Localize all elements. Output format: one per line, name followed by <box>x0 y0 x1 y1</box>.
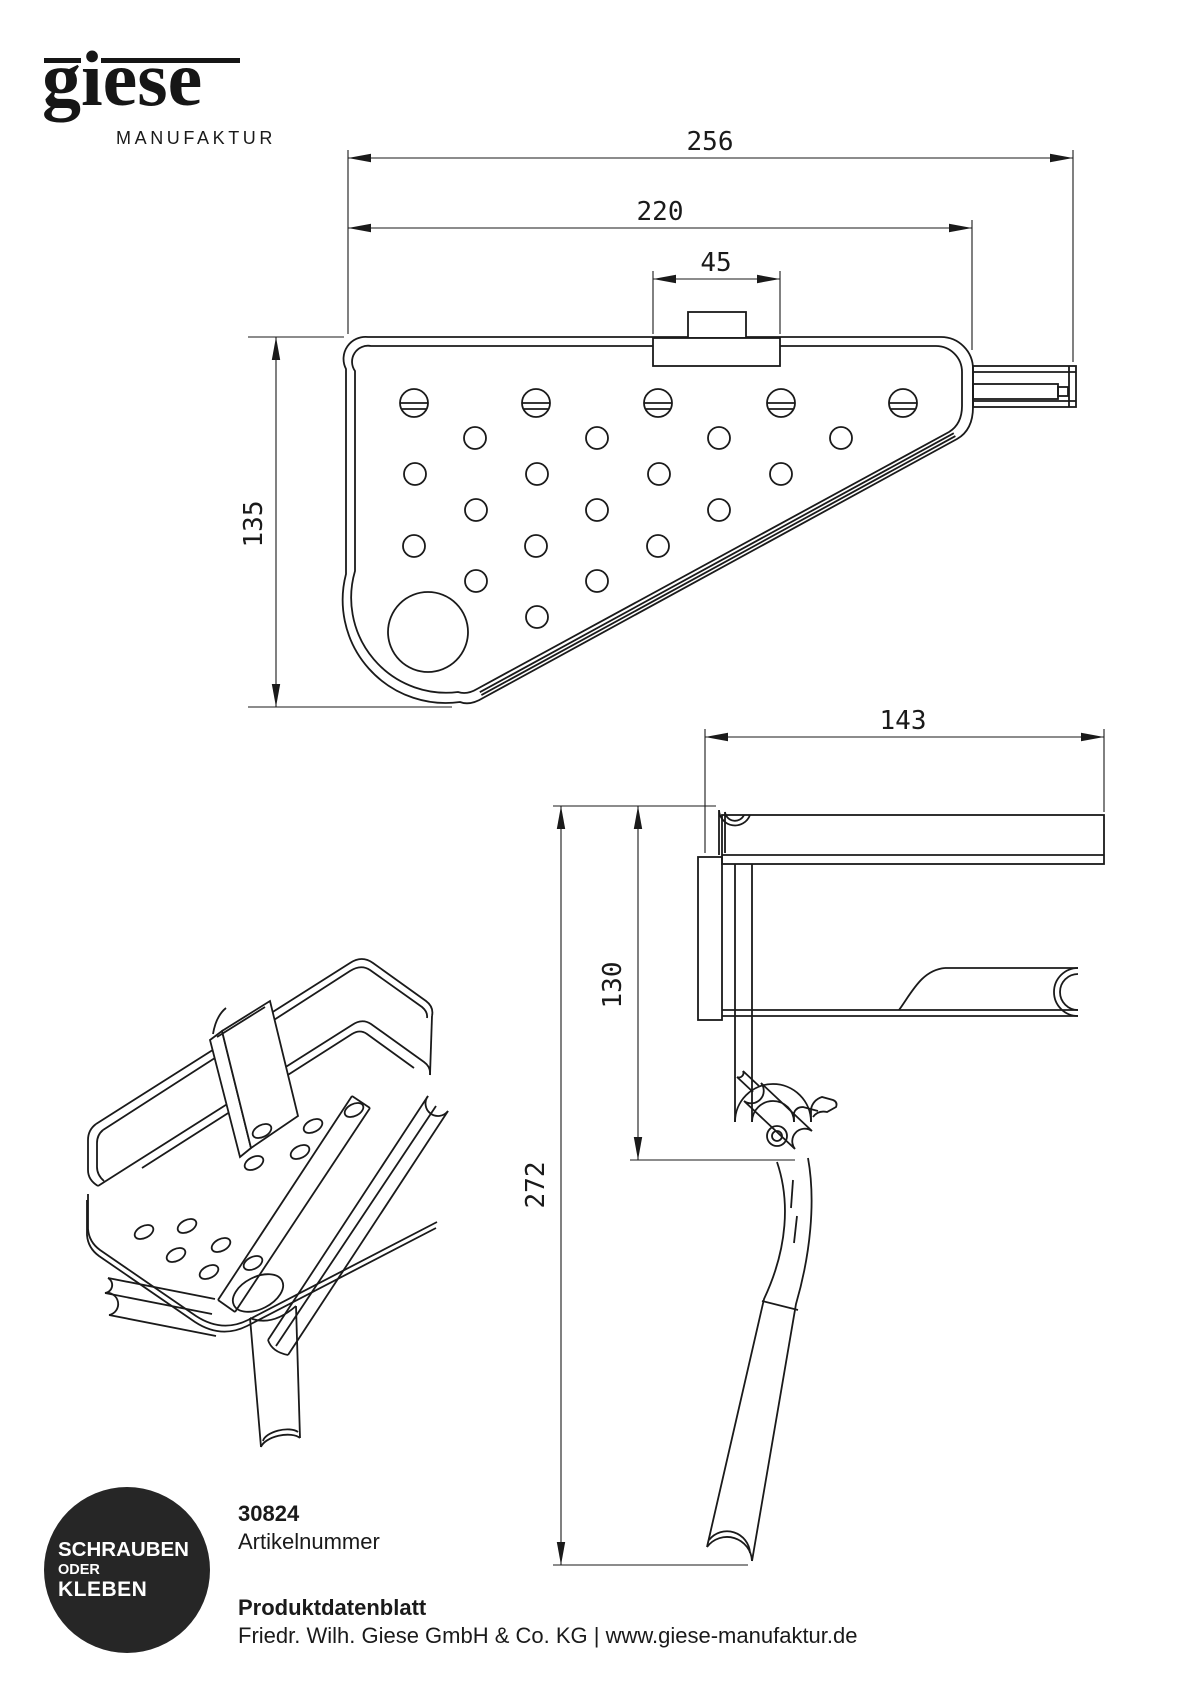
article-number-label: Artikelnummer <box>238 1529 380 1554</box>
iso-part <box>86 958 449 1448</box>
shelf-bottom-profile <box>722 967 1079 1017</box>
article-number: 30824 <box>238 1501 300 1526</box>
isometric-view-drawing <box>86 958 449 1448</box>
sheet-title: Produktdatenblatt <box>238 1595 427 1620</box>
logo-brand-text: giese <box>42 35 203 122</box>
badge-line1: SCHRAUBEN <box>58 1537 189 1561</box>
top-view-part <box>341 311 1077 705</box>
iso-large-hole <box>231 1273 285 1313</box>
iso-stub-channel <box>104 1277 217 1337</box>
large-drain-hole <box>387 591 469 673</box>
badge-line2: ODER <box>58 1561 100 1578</box>
side-view-dimensions: 143 130 272 <box>521 706 1105 1566</box>
dim-label-45: 45 <box>700 248 731 278</box>
side-view-part <box>697 809 1105 1562</box>
side-view-drawing: 143 130 272 <box>521 706 1105 1566</box>
clip-tab <box>652 337 781 367</box>
dim-label-220: 220 <box>637 197 684 227</box>
iso-peg <box>249 1305 301 1448</box>
rail-cross-section <box>736 1070 813 1150</box>
dim-label-143: 143 <box>880 706 927 736</box>
badge-line3: KLEBEN <box>58 1577 148 1601</box>
perforation-holes <box>387 426 853 673</box>
shower-wand <box>706 1157 813 1562</box>
iso-rails <box>217 1095 449 1356</box>
hook <box>734 864 838 1123</box>
giese-logo: giese MANUFAKTUR <box>0 0 300 180</box>
logo-overline-right <box>101 58 240 63</box>
logo-subtitle-text: MANUFAKTUR <box>116 128 277 148</box>
top-view-dimensions: 256 220 45 135 <box>239 127 1074 708</box>
logo-overline-left <box>44 58 81 63</box>
top-view-drawing: 256 220 45 135 <box>239 127 1077 708</box>
schrauben-oder-kleben-badge: SCHRAUBEN ODER KLEBEN <box>44 1487 210 1653</box>
dim-label-256: 256 <box>687 127 734 157</box>
iso-holes <box>133 1102 365 1313</box>
mounting-rail <box>972 365 1077 408</box>
wall-plate <box>697 856 723 1021</box>
iso-clip-tab-front <box>220 999 300 1150</box>
dim-label-135: 135 <box>239 501 269 548</box>
clip-tab-top <box>687 311 747 339</box>
screw-holes <box>399 388 918 418</box>
company-line: Friedr. Wilh. Giese GmbH & Co. KG | www.… <box>238 1623 858 1648</box>
dim-label-272: 272 <box>521 1162 551 1209</box>
dim-label-130: 130 <box>598 962 628 1009</box>
